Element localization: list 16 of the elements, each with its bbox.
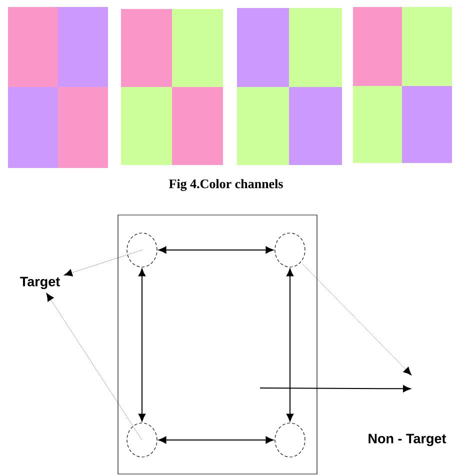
arrow [138,268,146,422]
arrow [302,264,412,376]
arrow [158,436,274,444]
state-circle [274,422,306,458]
arrow [64,250,142,276]
state-circle [126,232,158,268]
state-circle [274,232,306,268]
arrow [158,246,274,254]
arrow [46,292,142,440]
arrow [286,268,294,422]
frame-box [118,214,318,474]
arrow [260,385,411,392]
node-label: Target [20,276,60,290]
figure-caption: Fig 4.Color channels [168,179,283,191]
state-circle [126,422,158,458]
node-label: Non - Target [368,434,446,446]
